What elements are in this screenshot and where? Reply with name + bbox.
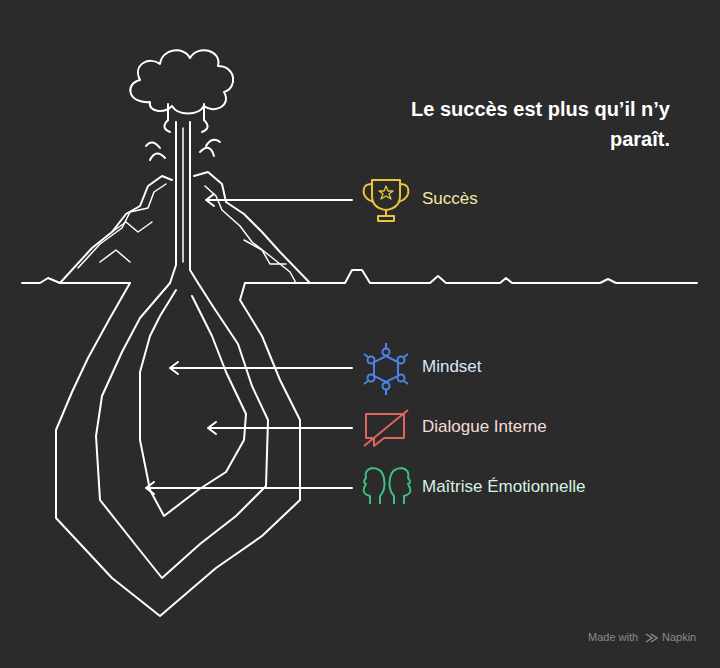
diagram-title: Le succès est plus qu’il n’y paraît. xyxy=(350,94,670,154)
muted-speech-icon xyxy=(364,410,408,446)
watermark: Made with xyxy=(588,631,638,643)
success-label: Succès xyxy=(422,189,478,209)
dialogue-label: Dialogue Interne xyxy=(422,417,547,437)
watermark: Napkin xyxy=(662,631,696,643)
network-icon xyxy=(364,343,408,395)
mindset-label: Mindset xyxy=(422,357,482,377)
emotion-label: Maîtrise Émotionnelle xyxy=(422,477,585,497)
heads-icon xyxy=(364,468,411,504)
trophy-icon xyxy=(364,180,409,221)
napkin-logo xyxy=(646,634,657,642)
